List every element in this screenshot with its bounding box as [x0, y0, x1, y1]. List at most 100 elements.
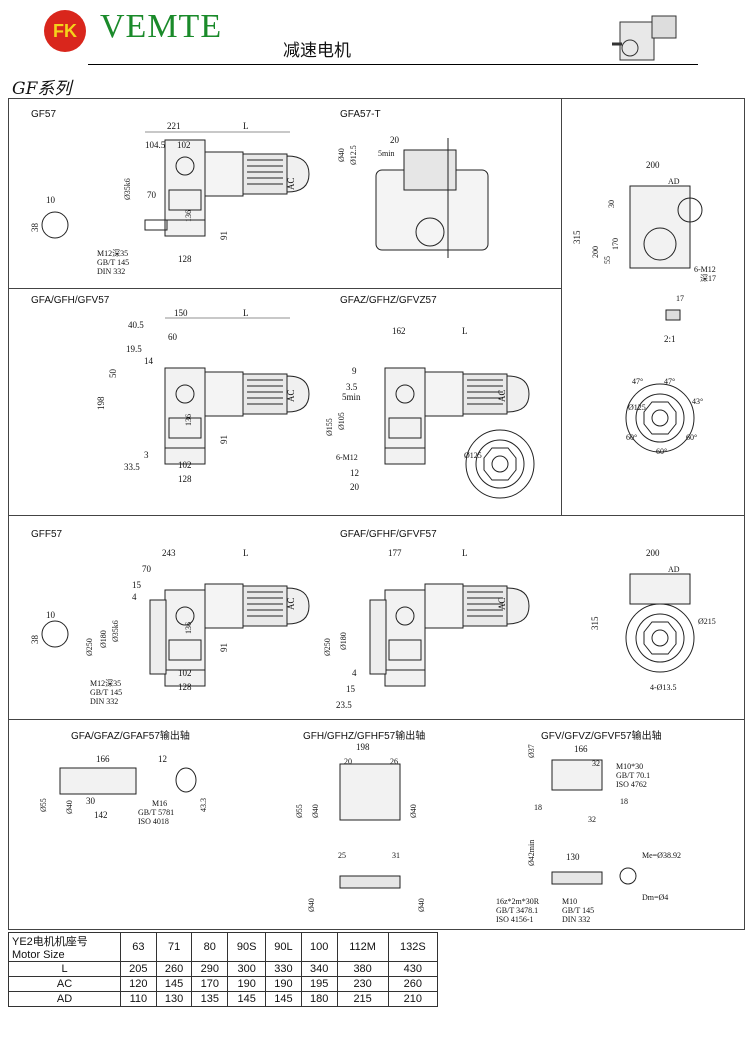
- divider: [9, 288, 561, 289]
- dim-label: Ø125: [464, 451, 482, 460]
- dim-label: Ø35k6: [111, 620, 120, 642]
- dim-label: AC: [286, 597, 296, 610]
- brand-name: VEMTE: [100, 8, 223, 45]
- dim-label: 40.5: [128, 320, 144, 330]
- dim-label: 20: [344, 757, 352, 766]
- dim-label: 136: [184, 622, 193, 634]
- dim-label: 166: [96, 754, 110, 764]
- panel-title-gfa57: GFA/GFH/GFV57: [31, 295, 110, 306]
- dim-label: 10: [46, 195, 56, 205]
- dim-label: 17: [676, 294, 684, 303]
- dim-label: 104.5: [145, 140, 166, 150]
- panel-title-shaft-v: GFV/GFVZ/GFVF57输出轴: [541, 731, 662, 742]
- table-cell: 330: [265, 961, 302, 977]
- dim-label: 23.5: [336, 700, 352, 710]
- dim-label: 14: [144, 356, 154, 366]
- drawing-shaft-v: Ø37 166 32 M10*30 GB/T 70.1 ISO 4762 18 …: [496, 744, 681, 924]
- panel-title-gfaf57: GFAF/GFHF/GFVF57: [340, 529, 437, 540]
- dim-label: ISO 4762: [616, 780, 647, 789]
- table-col: 90L: [265, 932, 302, 962]
- dim-label: Dm=Ø4: [642, 893, 668, 902]
- dim-label: Ø40: [65, 800, 74, 814]
- dim-label: 243: [162, 548, 176, 558]
- dim-label: 26: [390, 757, 398, 766]
- dim-label: AD: [668, 177, 680, 186]
- drawing-flange-view: 200 AD 315 Ø215 4-Ø13.5: [590, 548, 716, 692]
- dim-label: L: [243, 121, 249, 131]
- dim-label: Ø40: [409, 804, 418, 818]
- dim-label: Ø40: [337, 148, 346, 162]
- dim-label: M16: [152, 799, 167, 808]
- dim-label: 38: [30, 223, 40, 233]
- table-cell: 300: [227, 961, 267, 977]
- table-row: AD 110 130 135 145 145 180 215 210: [8, 991, 439, 1007]
- dim-label: M12深35: [90, 679, 121, 688]
- dim-label: 43°: [692, 397, 703, 406]
- dim-label: 60: [168, 332, 178, 342]
- table-cell: 120: [120, 976, 157, 992]
- dim-label: 30: [86, 796, 96, 806]
- dim-label: 5min: [342, 392, 361, 402]
- dim-label: 15: [346, 684, 356, 694]
- drawing-panel: GF57 GFA57-T GFA/GFH/GFV57 GFAZ/GFHZ/GFV…: [8, 98, 745, 930]
- dim-label: 91: [219, 231, 229, 240]
- table-col: 63: [120, 932, 157, 962]
- dim-label: 102: [177, 140, 191, 150]
- dim-label: Ø35k6: [123, 178, 132, 200]
- drawing-side-view: 200 AD 315 200 170 30 55 6-M12 深17 17 2:…: [572, 160, 716, 456]
- dim-label: DIN 332: [562, 915, 590, 924]
- table-cell: 195: [300, 976, 338, 992]
- dim-label: 深17: [700, 274, 716, 283]
- dim-label: 200: [591, 246, 600, 258]
- dim-label: DIN 332: [90, 697, 118, 706]
- dim-label: GB/T 5781: [138, 808, 174, 817]
- dim-label: Ø180: [99, 630, 108, 648]
- dim-label: 12: [158, 754, 167, 764]
- table-col: 112M: [336, 932, 389, 962]
- dim-label: Me=Ø38.92: [642, 851, 681, 860]
- table-cell: 135: [191, 991, 229, 1007]
- header-label-cn: YE2电机机座号: [12, 936, 88, 948]
- dim-label: 25: [338, 851, 346, 860]
- dim-label: AC: [286, 389, 296, 402]
- table-cell: 145: [265, 991, 302, 1007]
- dim-label: 4: [132, 592, 137, 602]
- dim-label: AC: [286, 177, 296, 190]
- dim-label: 70: [142, 564, 152, 574]
- dim-label: Ø55: [39, 798, 48, 812]
- dim-label: Ø180: [339, 632, 348, 650]
- dim-label: 55: [603, 256, 612, 264]
- dim-label: Ø250: [323, 638, 332, 656]
- dim-label: L: [462, 326, 468, 336]
- dim-label: 102: [178, 460, 192, 470]
- dim-label: Ø250: [85, 638, 94, 656]
- dim-label: 136: [184, 414, 193, 426]
- table-cell: 170: [191, 976, 229, 992]
- panel-title-shaft-h: GFH/GFHZ/GFHF57输出轴: [303, 731, 426, 742]
- row-label: AC: [8, 976, 121, 992]
- dim-label: 3.5: [346, 382, 358, 392]
- table-cell: 260: [387, 976, 439, 992]
- drawing-gff57: 243 L 70 15 4 Ø250 Ø180 Ø35k6 AC 136 91 …: [30, 548, 310, 706]
- dim-label: 60°: [626, 433, 637, 442]
- dim-label: 30: [607, 200, 616, 208]
- table-cell: 145: [155, 976, 193, 992]
- table-cell: 430: [387, 961, 439, 977]
- table-cell: 210: [387, 991, 439, 1007]
- dim-label: 4-Ø13.5: [650, 683, 676, 692]
- dim-label: 2:1: [664, 334, 676, 344]
- dim-label: 20: [350, 482, 360, 492]
- drawing-shaft-a: 166 12 Ø55 Ø40 30 142 43.3 M16 GB/T 5781…: [39, 754, 208, 826]
- dim-label: GB/T 70.1: [616, 771, 650, 780]
- dim-label: 221: [167, 121, 181, 131]
- dim-label: 70: [147, 190, 157, 200]
- table-cell: 180: [300, 991, 338, 1007]
- dim-label: 6-M12: [694, 265, 716, 274]
- dim-label: 128: [178, 682, 192, 692]
- series-title: GF系列: [12, 79, 72, 99]
- brand-logo: FK: [44, 10, 86, 52]
- motor-size-table: YE2电机机座号 Motor Size 63 71 80 90S 90L 100…: [8, 932, 439, 1007]
- dim-label: 177: [388, 548, 402, 558]
- dim-label: 130: [566, 852, 580, 862]
- table-cell: 145: [227, 991, 267, 1007]
